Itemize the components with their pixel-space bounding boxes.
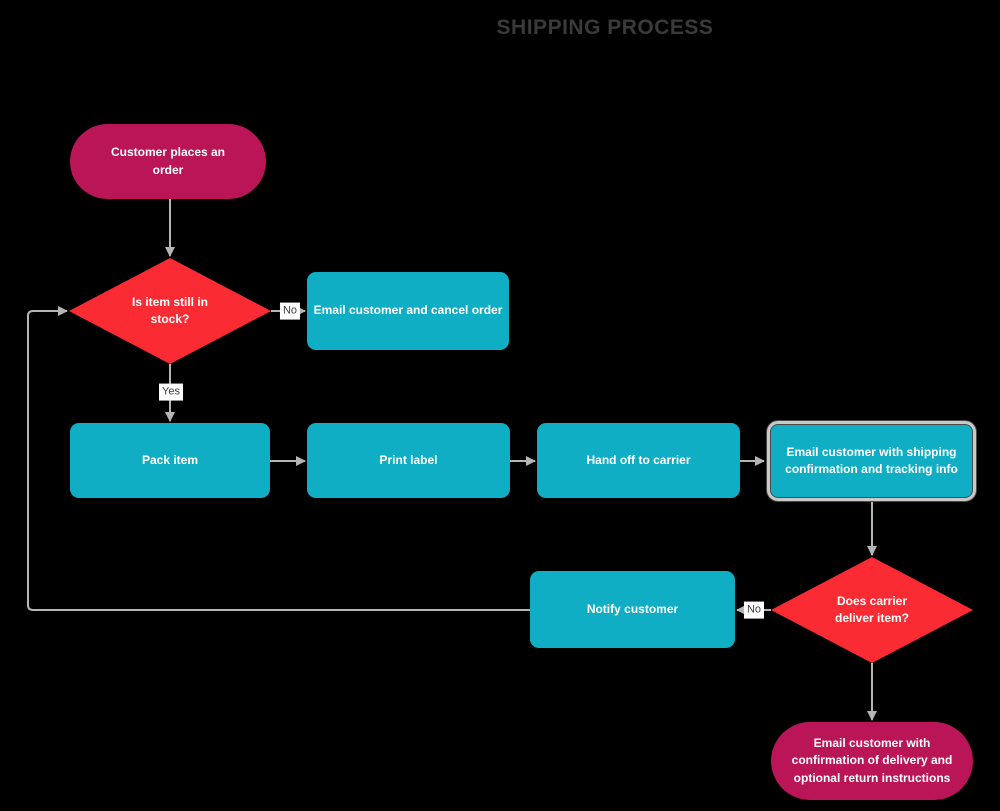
node-notify-customer: Notify customer	[530, 571, 735, 648]
node-print-label: Print label	[307, 423, 510, 498]
node-confirm-email: Email customer with shipping confirmatio…	[766, 420, 977, 502]
node-pack-item: Pack item	[70, 423, 270, 498]
node-notify-customer-label: Notify customer	[586, 601, 679, 616]
node-start: Customer places an order	[70, 124, 266, 199]
edge-label-stock-yes: Yes	[159, 383, 183, 401]
node-end-label: Email customer with confirmation of deli…	[791, 735, 953, 785]
node-decision-deliver-label: Does carrier deliver item?	[834, 593, 910, 625]
node-confirm-email-label: Email customer with shipping confirmatio…	[785, 444, 958, 476]
node-cancel-order-label: Email customer and cancel order	[313, 303, 503, 318]
node-handoff-carrier: Hand off to carrier	[537, 423, 740, 498]
node-handoff-carrier-label: Hand off to carrier	[586, 452, 691, 467]
node-cancel-order: Email customer and cancel order	[307, 272, 509, 350]
node-end: Email customer with confirmation of deli…	[771, 722, 973, 800]
node-pack-item-label: Pack item	[141, 452, 199, 467]
edge-notify-loop-to-stock	[27, 306, 530, 611]
node-decision-stock-label: Is item still in stock?	[131, 294, 209, 326]
edge-label-stock-no: No	[279, 302, 301, 320]
diagram-title: SHIPPING PROCESS	[496, 16, 714, 39]
node-confirm-email-inner: Email customer with shipping confirmatio…	[770, 424, 973, 498]
node-print-label-label: Print label	[379, 452, 438, 467]
node-start-label: Customer places an order	[110, 145, 226, 177]
edge-label-deliver-no: No	[743, 601, 765, 619]
